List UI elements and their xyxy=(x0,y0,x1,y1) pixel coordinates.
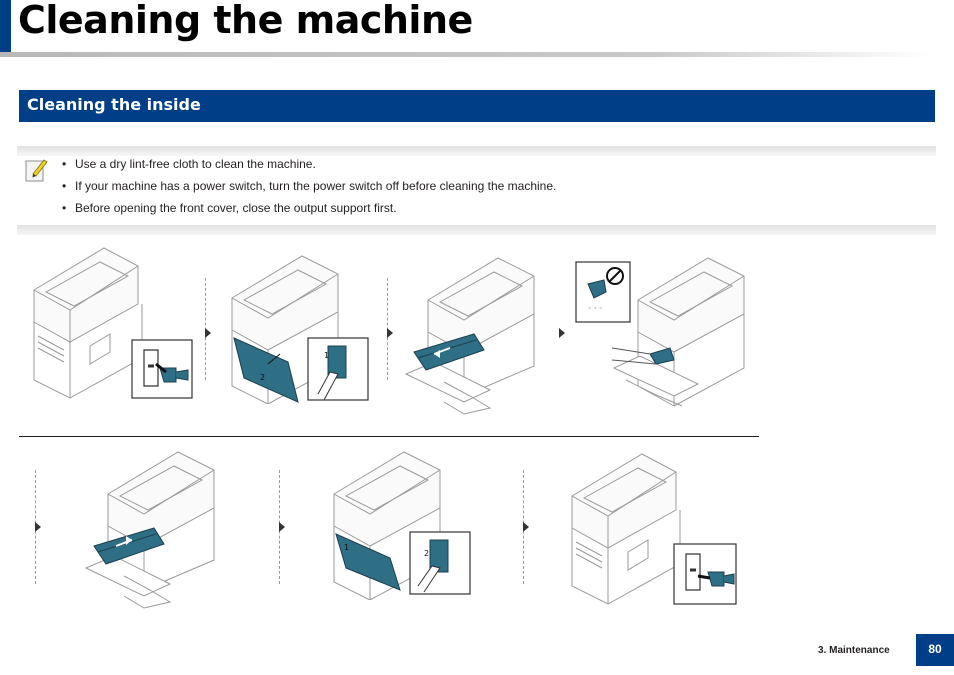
step3-remove-cartridge-figure xyxy=(404,257,535,415)
step2-callout-2: 2 xyxy=(260,373,265,382)
note-item: If your machine has a power switch, turn… xyxy=(62,179,556,201)
step6-close-cover-figure: 1 2 xyxy=(333,451,471,600)
page-number: 80 xyxy=(916,634,954,666)
step-arrow xyxy=(523,522,529,532)
row-divider xyxy=(19,436,759,437)
step6-callout-1: 1 xyxy=(344,543,349,552)
step-arrow xyxy=(387,328,393,338)
title-rule xyxy=(0,52,930,57)
step6-callout-2: 2 xyxy=(424,549,429,558)
note-item: Before opening the front cover, close th… xyxy=(62,201,556,223)
footer-chapter: 3. Maintenance xyxy=(818,645,890,656)
step7-plug-in-figure xyxy=(571,453,737,605)
left-accent-bar xyxy=(0,0,11,52)
page-title: Cleaning the machine xyxy=(18,0,473,42)
step-arrow xyxy=(35,522,41,532)
step-arrow xyxy=(559,328,565,338)
note-pencil-icon xyxy=(25,159,48,182)
section-title: Cleaning the inside xyxy=(27,95,201,114)
note-bottom-band xyxy=(17,225,936,235)
note-item: Use a dry lint-free cloth to clean the m… xyxy=(62,157,556,179)
step1-unplug-figure xyxy=(33,247,193,399)
step-arrow xyxy=(205,328,211,338)
note-top-band xyxy=(17,146,936,156)
step5-insert-cartridge-figure xyxy=(84,451,215,609)
svg-text:◦ ◦ ◦: ◦ ◦ ◦ xyxy=(588,305,602,312)
step2-open-cover-figure: 2 1 xyxy=(231,255,369,404)
section-header: Cleaning the inside xyxy=(19,90,935,122)
step4-clean-inside-figure: ◦ ◦ ◦ xyxy=(575,257,745,407)
step-arrow xyxy=(279,522,285,532)
step2-callout-1: 1 xyxy=(324,351,329,360)
note-list: Use a dry lint-free cloth to clean the m… xyxy=(62,157,556,223)
